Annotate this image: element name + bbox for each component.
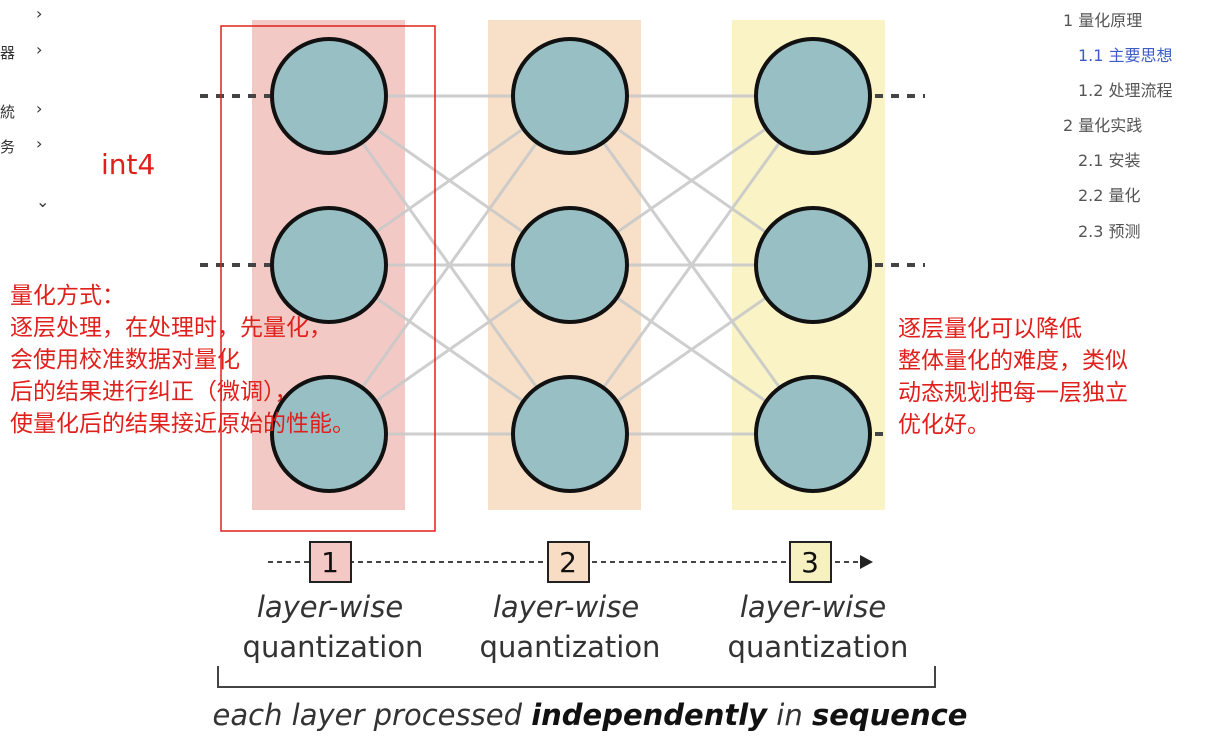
footer-part1: each layer processed (213, 698, 532, 732)
left-note: 量化方式： 逐层处理，在处理时，先量化， 会使用校准数据对量化 后的结果进行纠正… (10, 280, 355, 440)
step1-number: 1 (321, 546, 339, 579)
left-note-line: 使量化后的结果接近原始的性能。 (10, 411, 355, 437)
step3-number: 3 (801, 546, 819, 579)
step-captions: layer-wise quantization layer-wise quant… (243, 590, 909, 664)
node-l1-mid (270, 206, 388, 324)
int4-label: int4 (101, 148, 156, 181)
left-note-line: 会使用校准数据对量化 (10, 347, 240, 373)
chevron-down-icon: ⌄ (36, 192, 50, 211)
toc-item[interactable]: 2.1 安装 (1078, 151, 1141, 170)
node-l3-bot (754, 375, 872, 493)
nav-item-label: 統 (0, 103, 16, 121)
nav-item-5[interactable]: ⌄ (0, 192, 60, 216)
layer-wise-quantization-diagram: 1 2 3 layer-wise quantization layer-wise… (200, 20, 968, 732)
node-l3-top (754, 37, 872, 155)
step2-box (547, 541, 590, 583)
step2-caption-line2: quantization (480, 630, 661, 664)
step1-caption-line1: layer-wise (257, 590, 403, 624)
node-l3-mid (754, 206, 872, 324)
sequence-timeline: 1 2 3 (268, 541, 873, 583)
step1-caption-line2: quantization (243, 630, 424, 664)
step3-box (789, 541, 832, 583)
node-l2-mid (511, 206, 629, 324)
nav-item-label: 器 (0, 44, 16, 62)
toc-item[interactable]: 2 量化实践 (1063, 116, 1143, 135)
left-note-line: 量化方式： (10, 283, 125, 309)
nav-item-1[interactable]: › (0, 4, 60, 28)
node-l1-bot (270, 375, 388, 493)
step1-box (309, 541, 352, 583)
chevron-right-icon: › (36, 99, 43, 118)
node-l2-bot (511, 375, 629, 493)
node-l1-top (270, 37, 388, 155)
nodes (270, 37, 872, 493)
dashed-stubs (200, 94, 925, 436)
right-note-line: 整体量化的难度，类似 (898, 348, 1128, 374)
footer-part4: sequence (812, 698, 968, 732)
left-note-line: 逐层处理，在处理时，先量化， (10, 315, 332, 341)
right-note-line: 逐层量化可以降低 (898, 316, 1082, 342)
footer-caption: each layer processed independently in se… (213, 698, 968, 732)
footer-part2: independently (531, 698, 768, 732)
toc-item[interactable]: 2.2 量化 (1078, 186, 1141, 205)
toc-item[interactable]: 1 量化原理 (1063, 11, 1143, 30)
step3-caption-line1: layer-wise (740, 590, 886, 624)
nav-item-4[interactable]: 务 › (0, 134, 60, 158)
chevron-right-icon: › (36, 4, 43, 23)
arrow-right-icon (860, 555, 873, 569)
nav-item-label: 务 (0, 138, 16, 156)
right-note: 逐层量化可以降低 整体量化的难度，类似 动态规划把每一层独立 优化好。 (898, 313, 1128, 441)
right-note-line: 动态规划把每一层独立 (898, 380, 1128, 406)
left-note-line: 后的结果进行纠正（微调）， (10, 379, 298, 405)
step3-caption-line2: quantization (728, 630, 909, 664)
node-l2-top (511, 37, 629, 155)
step2-caption-line1: layer-wise (493, 590, 639, 624)
toc-item[interactable]: 2.3 预测 (1078, 222, 1141, 241)
nav-item-2[interactable]: 器 › (0, 40, 60, 64)
nav-item-3[interactable]: 統 › (0, 99, 60, 123)
step2-number: 2 (559, 546, 577, 579)
toc-item[interactable]: 1.2 处理流程 (1078, 81, 1173, 100)
left-nav: › 器 › 統 › 务 › ⌄ (0, 0, 70, 230)
toc-item-active[interactable]: 1.1 主要思想 (1078, 46, 1173, 65)
right-note-line: 优化好。 (898, 412, 990, 438)
sequence-bracket (217, 666, 936, 688)
footer-part3: in (767, 698, 812, 732)
highlight-box (220, 25, 436, 532)
chevron-right-icon: › (36, 40, 43, 59)
chevron-right-icon: › (36, 134, 43, 153)
